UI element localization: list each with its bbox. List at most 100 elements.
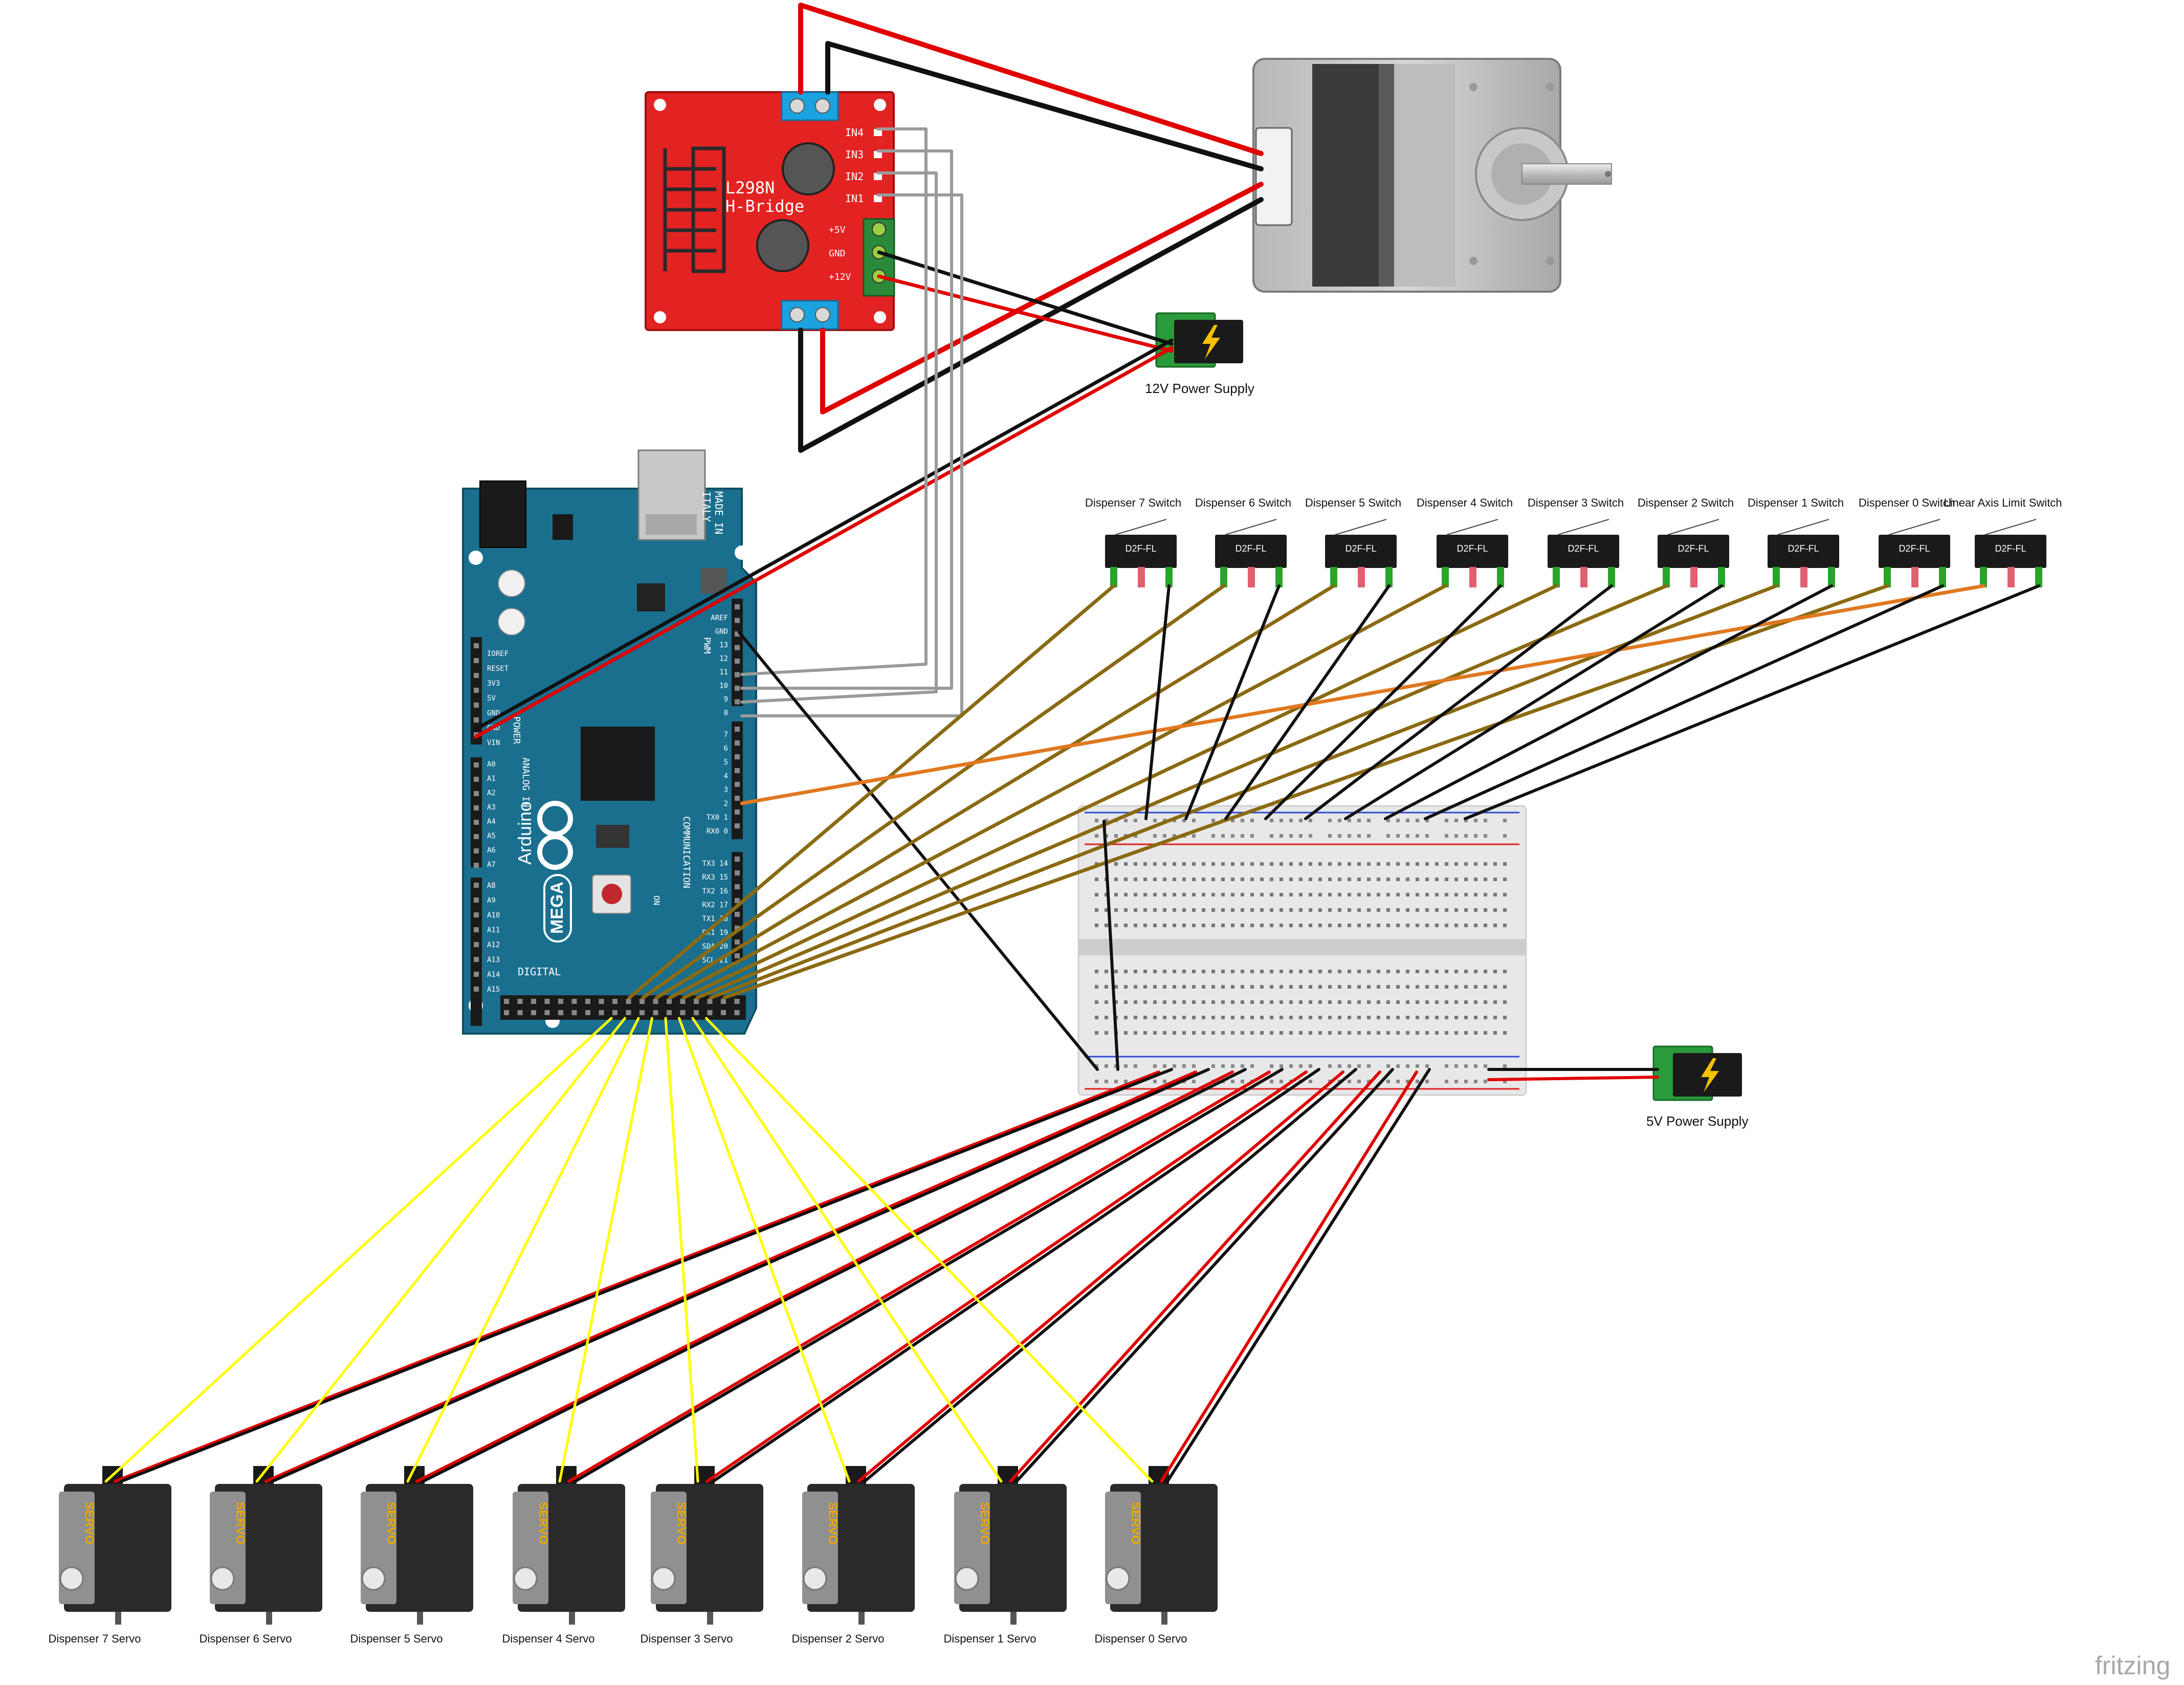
breadboard-hole	[1211, 985, 1215, 989]
breadboard-hole	[1153, 1000, 1157, 1004]
header-pin	[735, 645, 740, 650]
breadboard-hole	[1318, 862, 1322, 866]
breadboard-hole	[1386, 893, 1390, 896]
breadboard-hole	[1299, 1000, 1303, 1004]
breadboard-hole	[1328, 878, 1332, 881]
breadboard-hole	[1445, 1000, 1448, 1004]
breadboard-hole	[1231, 878, 1234, 881]
breadboard-hole	[1192, 893, 1196, 896]
switch-label: Dispenser 2 Switch	[1638, 496, 1734, 509]
breadboard-hole	[1299, 985, 1303, 989]
breadboard-hole	[1503, 908, 1507, 912]
breadboard-hole	[1134, 970, 1137, 973]
breadboard-hole	[1484, 834, 1487, 838]
switch-ground-wire	[1304, 584, 1613, 820]
switch-lever	[1777, 519, 1829, 535]
breadboard-hole	[1484, 1016, 1487, 1019]
breadboard-hole	[1503, 834, 1507, 838]
breadboard-hole	[1445, 1080, 1448, 1083]
hbridge-title-line2: H-Bridge	[725, 196, 804, 216]
breadboard-hole	[1250, 893, 1254, 896]
switch-body	[1105, 535, 1177, 568]
breadboard-hole	[1163, 1080, 1166, 1083]
breadboard-hole	[1202, 878, 1205, 881]
switch-lever	[1984, 519, 2037, 535]
analog-pin-label: A9	[487, 896, 496, 905]
digital-pin-label: GND	[715, 628, 728, 636]
breadboard-hole	[1484, 1000, 1487, 1004]
breadboard-hole	[1260, 1031, 1264, 1035]
digital-pin-label: 7	[724, 731, 728, 739]
breadboard-hole	[1357, 1080, 1361, 1083]
digital-pin-label: 4	[724, 772, 728, 780]
switch-part-label: D2F-FL	[1235, 543, 1266, 554]
switch-pin	[1828, 567, 1835, 587]
breadboard-hole	[1289, 878, 1293, 881]
breadboard-hole	[1114, 893, 1118, 896]
switch-label: Dispenser 7 Switch	[1085, 496, 1181, 509]
servo-ground-wire	[422, 1068, 1247, 1483]
power-wire-black	[474, 338, 1174, 731]
breadboard-hole	[1503, 862, 1507, 866]
digital-pin-label: 5	[724, 758, 728, 767]
breadboard-hole	[1279, 834, 1283, 838]
breadboard-hole	[1454, 878, 1458, 881]
breadboard-hole	[1182, 862, 1186, 866]
analog-pin-label: A6	[487, 846, 496, 855]
hbridge-power-label: +12V	[829, 272, 851, 282]
breadboard-hole	[1425, 1080, 1429, 1083]
digital-pin-label: 3	[724, 786, 728, 794]
breadboard-hole	[1425, 862, 1429, 866]
breadboard-hole	[1192, 985, 1196, 989]
switch-ground-wire	[1224, 584, 1391, 820]
servo-signal-wire	[678, 1017, 851, 1483]
switch-body	[1975, 535, 2046, 568]
communication-section-label: COMMUNICATION	[681, 816, 692, 888]
breadboard-hole	[1328, 985, 1332, 989]
breadboard-hole	[1416, 1000, 1419, 1004]
breadboard-hole	[1211, 862, 1215, 866]
breadboard-hole	[1484, 878, 1487, 881]
breadboard-hole	[1095, 908, 1098, 912]
stepper-motor	[1252, 58, 1612, 293]
switch-signal-wire	[627, 584, 1116, 1000]
servo-label: Dispenser 6 Servo	[200, 1632, 292, 1645]
breadboard-hole	[1260, 970, 1264, 973]
servo-label: Dispenser 7 Servo	[49, 1632, 141, 1645]
breadboard-hole	[1367, 834, 1371, 838]
breadboard-hole	[1221, 985, 1225, 989]
header-pin	[680, 999, 686, 1004]
breadboard-hole	[1416, 1031, 1419, 1035]
breadboard-hole	[1348, 878, 1351, 881]
breadboard-hole	[1474, 908, 1477, 912]
breadboard-hole	[1250, 878, 1254, 881]
breadboard-hole	[1124, 878, 1128, 881]
breadboard-hole	[1124, 819, 1128, 822]
breadboard-hole	[1221, 1016, 1225, 1019]
header-pin	[599, 999, 604, 1004]
breadboard-hole	[1309, 924, 1312, 927]
signal-wire-grey	[740, 193, 963, 717]
breadboard-hole	[1348, 819, 1351, 822]
breadboard-hole	[1134, 1016, 1137, 1019]
breadboard-hole	[1299, 878, 1303, 881]
breadboard-hole	[1328, 970, 1332, 973]
breadboard-hole	[1425, 985, 1429, 989]
arduino-mega-board: Arduino MEGA MADE IN ITALY POWER ANALOG …	[462, 449, 757, 1035]
breadboard-hole	[1192, 878, 1196, 881]
breadboard-hole	[1163, 985, 1166, 989]
power-supply-12v	[1155, 312, 1243, 368]
digital-pin-label: 2	[724, 800, 728, 808]
breadboard-hole	[1464, 819, 1468, 822]
breadboard-hole	[1503, 924, 1507, 927]
breadboard-hole	[1134, 908, 1137, 912]
breadboard-hole	[1095, 819, 1098, 822]
breadboard-hole	[1279, 878, 1283, 881]
servo-power-wire	[415, 1070, 1234, 1483]
breadboard-hole	[1454, 1016, 1458, 1019]
header-pin	[735, 939, 740, 945]
breadboard-hole	[1182, 908, 1186, 912]
servo-ground-wire	[1166, 1068, 1431, 1483]
breadboard-hole	[1211, 1031, 1215, 1035]
